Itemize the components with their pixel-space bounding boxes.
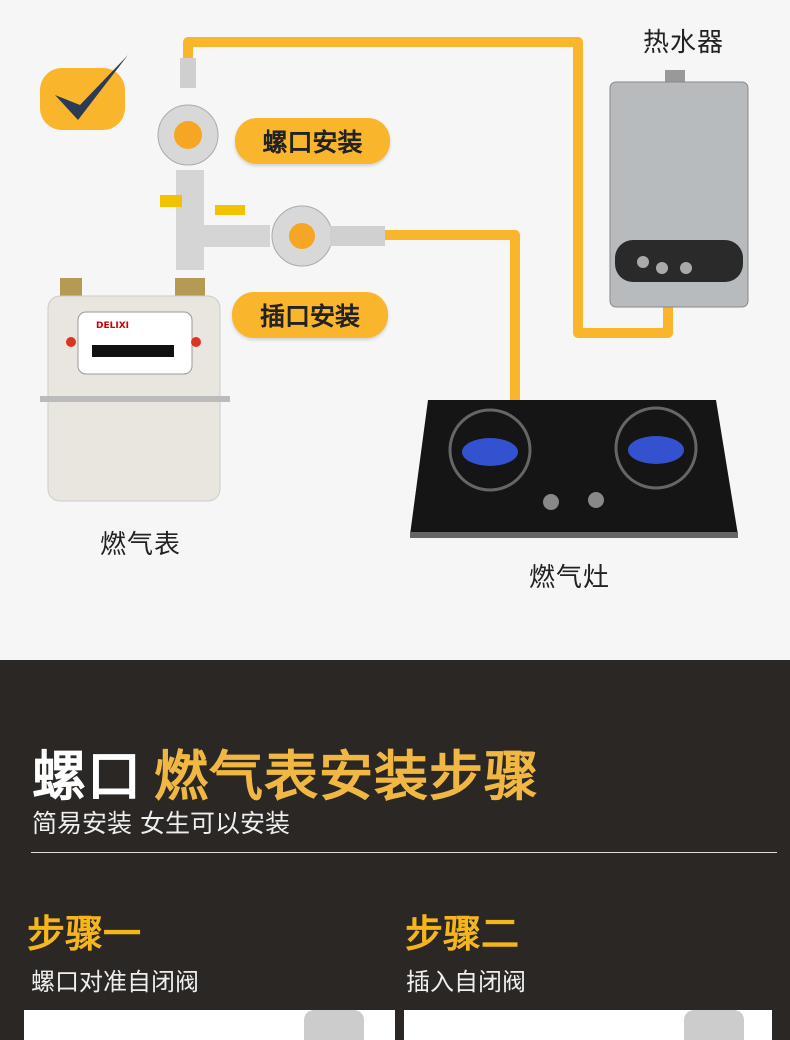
water-heater-label: 热水器: [643, 28, 725, 58]
gas-meter-label: 燃气表: [100, 530, 182, 560]
step-2-photo: [404, 1010, 772, 1040]
meter-brand-logo: DELIXI: [96, 321, 129, 331]
step-1-photo: [24, 1010, 395, 1040]
step-2-title: 步骤二: [405, 912, 520, 956]
plug-install-bubble: 插口安装: [232, 292, 388, 338]
gas-stove-label: 燃气灶: [529, 563, 611, 593]
checkmark-badge-icon: [40, 55, 128, 130]
water-heater-image: [609, 70, 749, 308]
gas-meter-image: DELIXI: [40, 278, 230, 502]
pipe-to-heater: [183, 37, 673, 338]
screw-install-bubble: 螺口安装: [235, 118, 390, 164]
pipe-to-stove: [380, 230, 520, 400]
diagram-graphics: DELIXI: [40, 37, 749, 538]
step-1-title: 步骤一: [27, 912, 142, 956]
install-steps-section: 螺口燃气表安装步骤 简易安装 女生可以安装 步骤一 螺口对准自闭阀 步骤二 插入…: [0, 660, 790, 1040]
gas-stove-image: [410, 400, 738, 538]
divider: [31, 852, 777, 853]
title-gold: 燃气表安装步骤: [154, 745, 539, 808]
installation-diagram: DELIXI 螺口安装 插口安装 热水器 燃气表 燃气灶: [0, 0, 790, 660]
section-title: 螺口燃气表安装步骤: [32, 732, 539, 811]
section-subtitle: 简易安装 女生可以安装: [32, 809, 290, 838]
step-2-desc: 插入自闭阀: [406, 968, 526, 996]
step-1-desc: 螺口对准自闭阀: [31, 968, 199, 996]
title-white: 螺口: [32, 745, 142, 808]
valve-assembly: [157, 58, 385, 270]
